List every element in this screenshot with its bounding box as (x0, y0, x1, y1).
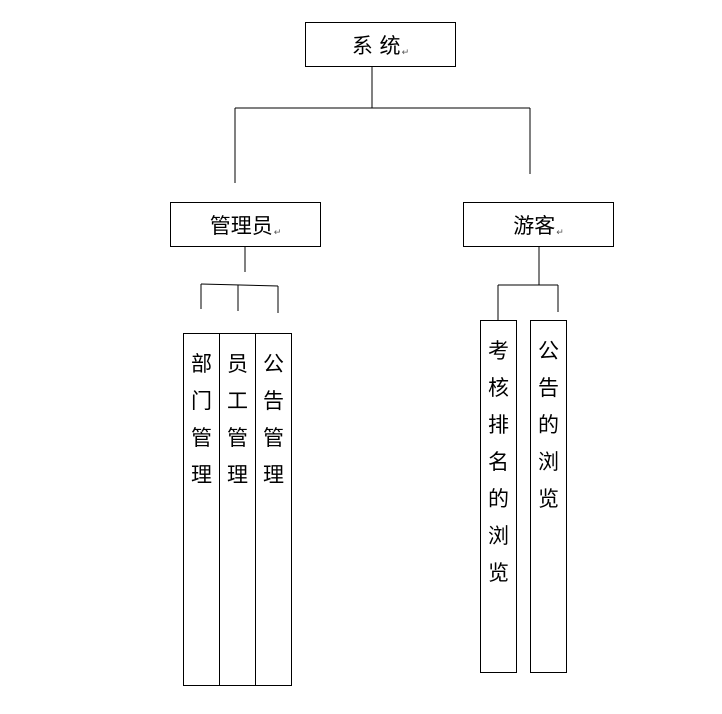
paragraph-mark: ↵ (401, 48, 410, 58)
paragraph-mark: ↵ (556, 228, 564, 238)
admin-node: 管理员↵ (170, 202, 321, 247)
paragraph-mark: ↵ (273, 228, 282, 238)
admin-child-department: 部 门 管 理 (183, 333, 220, 686)
child-label: 员 工 管 理 (227, 352, 248, 487)
root-node: 系 统↵ (305, 22, 456, 67)
admin-child-notice: 公 告 管 理 (255, 333, 292, 686)
admin-label: 管理员 (209, 213, 273, 238)
child-label: 部 门 管 理 (191, 352, 212, 487)
child-label: 公 告 的 浏 览 (538, 339, 559, 511)
guest-node: 游客↵ (463, 202, 614, 247)
admin-bus (200, 283, 279, 287)
child-label: 考 核 排 名 的 浏 览 (488, 339, 509, 585)
guest-child-ranking: 考 核 排 名 的 浏 览 (480, 320, 517, 673)
child-label: 公 告 管 理 (263, 352, 284, 487)
guest-label: 游客 (513, 213, 556, 238)
root-label: 系 统 (351, 33, 401, 58)
admin-child-employee: 员 工 管 理 (219, 333, 256, 686)
guest-child-notice: 公 告 的 浏 览 (530, 320, 567, 673)
